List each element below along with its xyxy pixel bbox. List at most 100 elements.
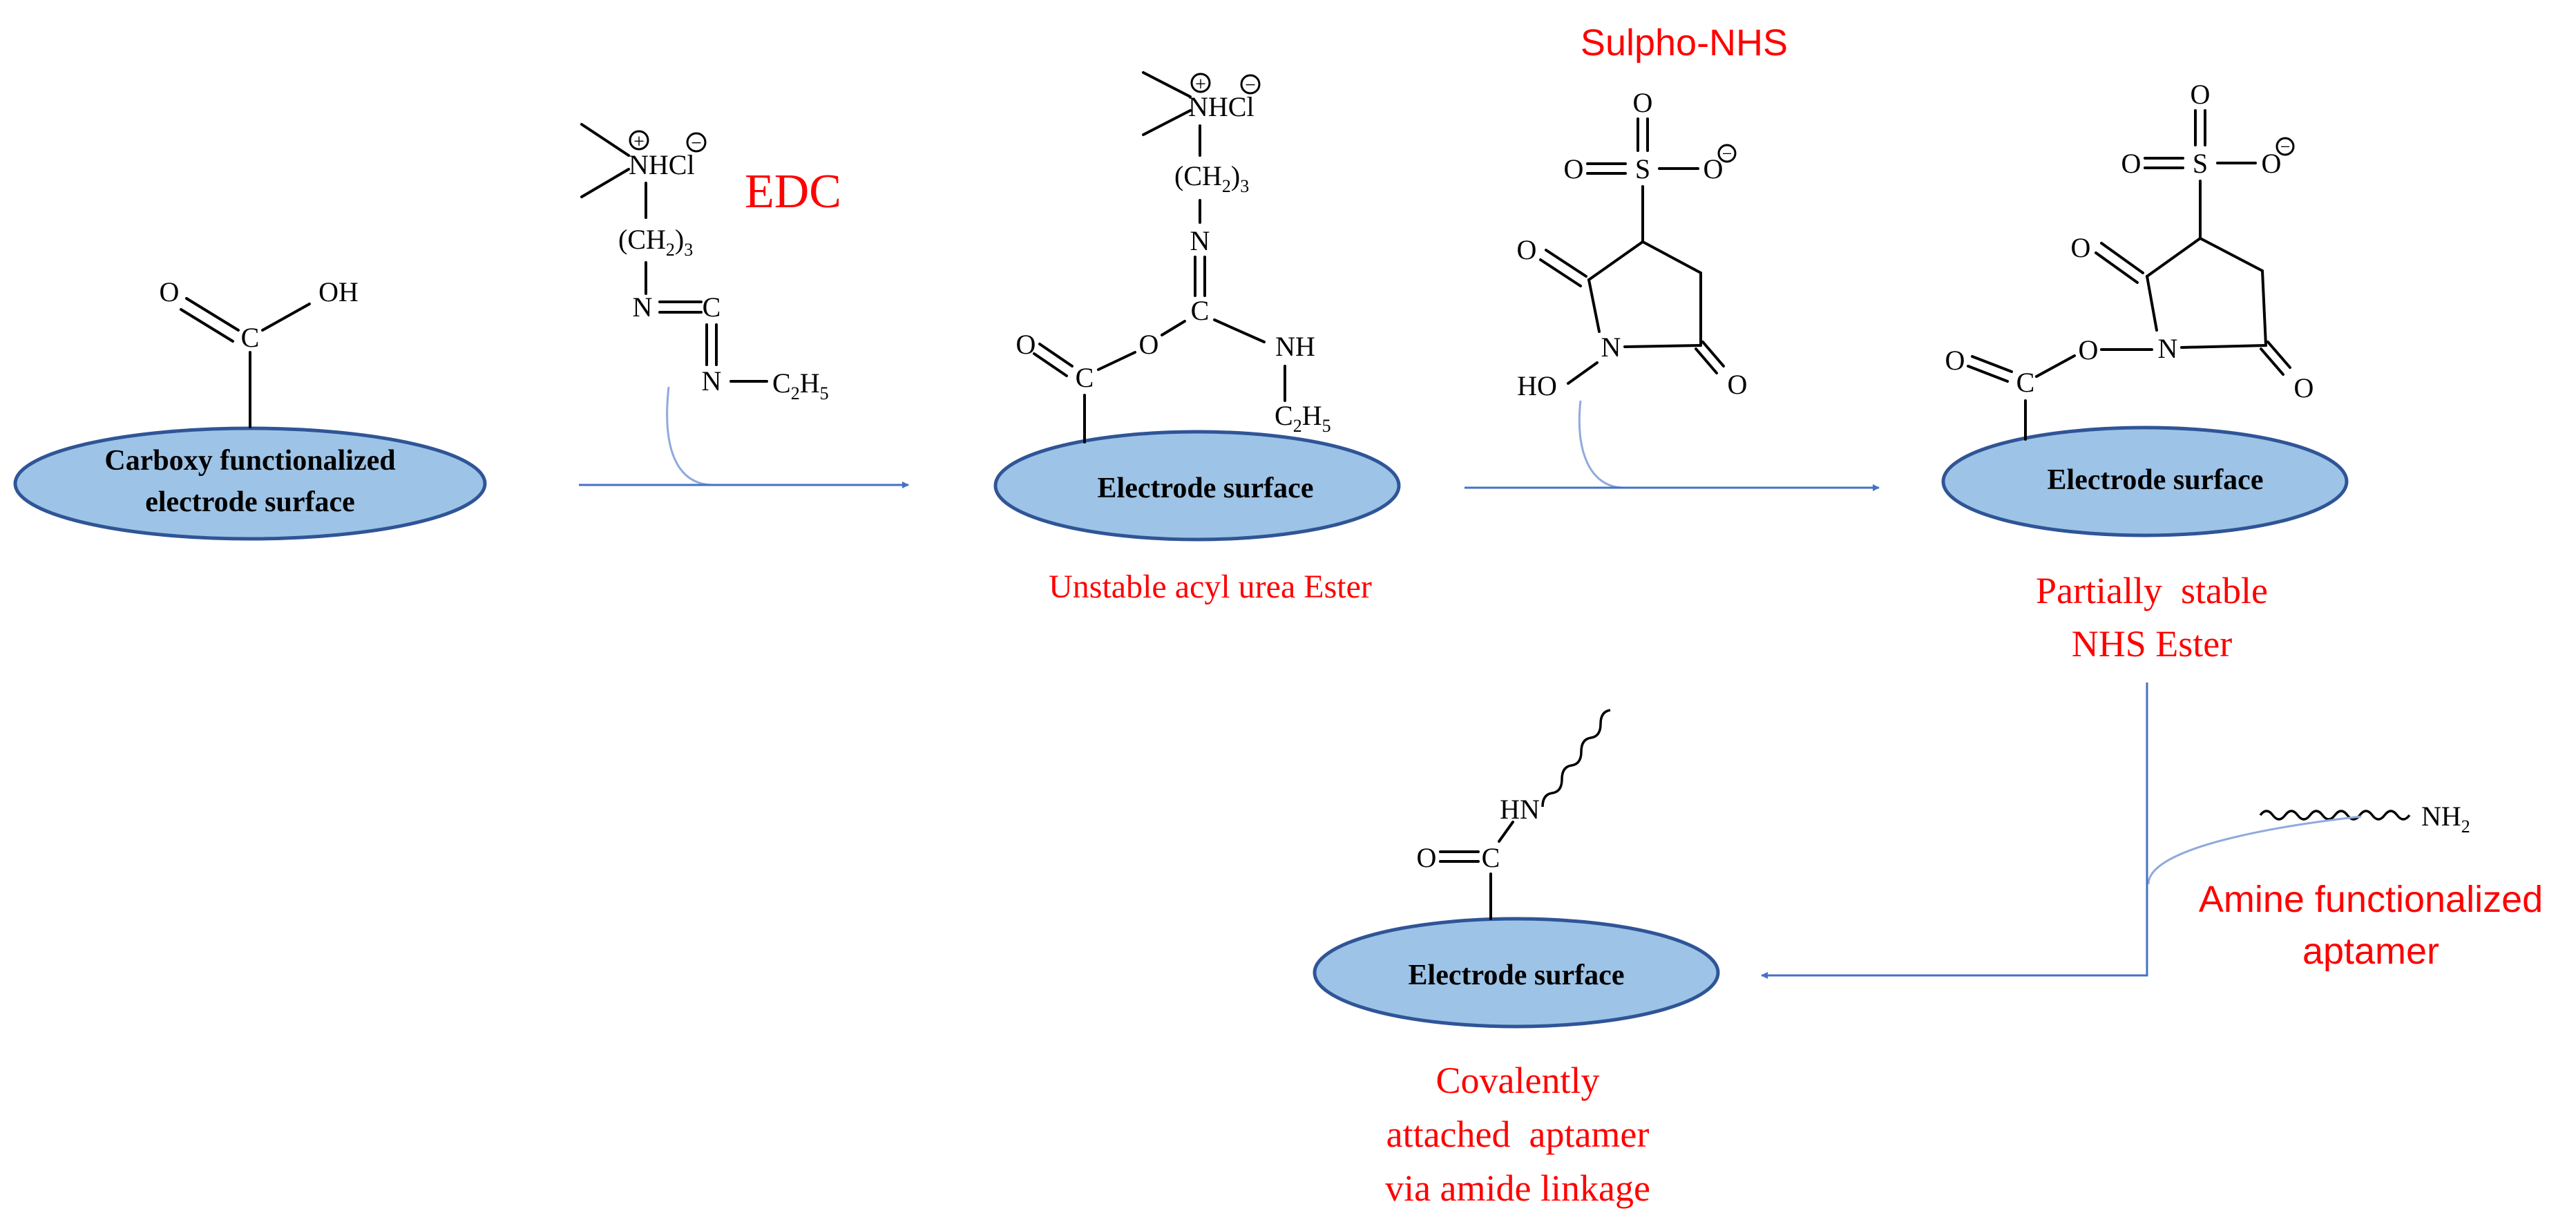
- step2-plus-charge: [1190, 73, 1211, 93]
- step3-surface-label: Electrode surface: [2048, 464, 2264, 496]
- sulpho-top-o: O: [1633, 87, 1653, 118]
- final-caption-line2: attached aptamer: [1386, 1114, 1650, 1155]
- step3-right-o: O: [2262, 148, 2282, 179]
- carboxyl-co-double-bond-2: [180, 308, 234, 343]
- step2-ester-o: O: [1139, 329, 1159, 360]
- edc-ch2: (CH2)3: [618, 224, 693, 260]
- edc-nhcl: NHCl: [629, 149, 695, 180]
- final-caption-line3: via amide linkage: [1385, 1167, 1650, 1209]
- edc-methyl-bond-2: [580, 168, 630, 198]
- sulpho-c2-o-double-2: [1539, 258, 1582, 287]
- step2-o-carbonyl-bond: [1097, 351, 1136, 371]
- step2-co-double-1: [1038, 343, 1074, 368]
- step3-ring-c3-c4: [2199, 237, 2264, 272]
- sulpho-left-o: O: [1564, 153, 1584, 184]
- edc-ethyl: C2H5: [772, 368, 829, 403]
- step2-plus-sign: +: [1195, 74, 1206, 95]
- carboxy-surface-label-line1: Carboxy functionalized: [104, 445, 395, 477]
- sulpho-ho: HO: [1517, 370, 1557, 401]
- step2-nh: NH: [1275, 331, 1315, 362]
- step3-carbonyl-o: O: [1945, 345, 1965, 376]
- step3-s: S: [2193, 148, 2208, 179]
- step2-c-nh-bond: [1213, 318, 1266, 343]
- edc-plus-sign: +: [633, 131, 645, 153]
- step3-ring-c3-c2: [2146, 237, 2202, 278]
- step2-carbonyl-c: C: [1076, 362, 1094, 393]
- final-surface-label: Electrode surface: [1409, 960, 1625, 991]
- final-c: C: [1482, 842, 1500, 873]
- step3-minus-sign: −: [2280, 137, 2291, 157]
- step2-nhcl: NHCl: [1188, 91, 1254, 122]
- step3-electrode-surface: [1941, 426, 2349, 537]
- sulpho-nhs-reagent: Sulpho-NHS O S O O − N O O HO: [1517, 22, 1788, 401]
- step3-c2-o: O: [2071, 232, 2091, 263]
- step3-minus-charge: [2276, 137, 2295, 156]
- step2-central-c: C: [1191, 295, 1210, 326]
- carboxyl-co-double-bond-1: [185, 297, 240, 332]
- amine-aptamer-reagent: NH2 Amine functionalized aptamer: [2199, 801, 2543, 972]
- step3-c2-o-double-2: [2095, 251, 2139, 284]
- step1-carboxy-electrode: Carboxy functionalized electrode surface…: [13, 276, 487, 541]
- sulpho-minus-sign: −: [1722, 144, 1733, 164]
- step2-carbonyl-o: O: [1016, 329, 1036, 360]
- final-caption-line1: Covalently: [1436, 1060, 1600, 1101]
- aptamer-caption-line2: aptamer: [2302, 931, 2439, 972]
- step2-surface-label: Electrode surface: [1098, 473, 1314, 504]
- step2-minus-sign: −: [1245, 75, 1256, 96]
- carboxyl-coh-bond: [261, 303, 311, 332]
- edc-minus-sign: −: [691, 133, 702, 154]
- sulpho-s: S: [1635, 153, 1650, 184]
- edc-n2: N: [702, 365, 722, 397]
- step2-electrode-surface: [993, 430, 1401, 542]
- step3-ring-c5-n: [2180, 344, 2267, 349]
- step2-ch2: (CH2)3: [1174, 160, 1249, 196]
- step3-c5-o-double-1: [2267, 341, 2291, 369]
- step2-n: N: [1190, 225, 1210, 256]
- sulpho-ring-c2-n: [1587, 278, 1601, 333]
- step3-caption-line1: Partially stable: [2036, 570, 2268, 611]
- aptamer-nh2: NH2: [2421, 801, 2470, 837]
- step3-carbonyl-c: C: [2016, 367, 2035, 398]
- final-aptamer-strand: [1541, 709, 1611, 808]
- step2-acyl-urea-ester: Electrode surface Unstable acyl urea Est…: [993, 71, 1401, 605]
- edc-label: EDC: [745, 165, 841, 218]
- step3-ring-c2-n: [2146, 275, 2158, 332]
- arrow1-reagent-curve: [666, 386, 712, 486]
- carboxyl-oh: OH: [318, 276, 359, 307]
- step3-co-double-1: [1971, 355, 2013, 373]
- sulpho-ring-c3-c4: [1641, 240, 1702, 274]
- sulpho-c5-o-double-2: [1695, 347, 1718, 374]
- carboxyl-o: O: [160, 276, 180, 307]
- sulpho-ring-c3-c2: [1587, 240, 1644, 281]
- step3-top-o: O: [2191, 79, 2211, 110]
- step3-ring-c4-c5: [2261, 269, 2267, 347]
- step3-nhs-ester: Electrode surface Partially stable NHS E…: [1941, 79, 2349, 665]
- step3-n: N: [2158, 333, 2178, 364]
- carboxyl-c: C: [241, 322, 260, 353]
- arrow3-reagent-curve: [2147, 815, 2362, 885]
- sulpho-n: N: [1601, 332, 1621, 363]
- arrow3: [1761, 683, 2148, 979]
- sulpho-c5-o: O: [1728, 369, 1748, 400]
- sulpho-minus-charge: [1717, 144, 1737, 163]
- step3-co-double-2: [1967, 365, 2009, 383]
- final-amide-linked-aptamer: Electrode surface C O HN Covalently atta…: [1313, 709, 1720, 1209]
- step3-caption-line2: NHS Ester: [2072, 623, 2232, 665]
- sulpho-ring-c5-n: [1623, 344, 1702, 348]
- final-electrode-surface: [1313, 917, 1720, 1029]
- step2-methyl-bond-2: [1142, 109, 1192, 136]
- step2-methyl-bond-1: [1142, 71, 1192, 98]
- step3-c5-o-double-2: [2260, 347, 2284, 376]
- sulpho-nhs-label: Sulpho-NHS: [1581, 22, 1788, 64]
- step2-caption: Unstable acyl urea Ester: [1049, 569, 1372, 605]
- step3-c5-o: O: [2294, 372, 2314, 403]
- step2-minus-charge: [1240, 74, 1261, 95]
- final-c-nh-bond: [1498, 821, 1514, 843]
- aptamer-wavy-strand: [2259, 810, 2411, 821]
- aptamer-caption-line1: Amine functionalized: [2199, 879, 2543, 920]
- step2-ethyl: C2H5: [1275, 400, 1331, 436]
- final-o: O: [1417, 842, 1437, 873]
- sulpho-c2-o: O: [1517, 234, 1537, 265]
- sulpho-n-o-bond: [1567, 361, 1599, 385]
